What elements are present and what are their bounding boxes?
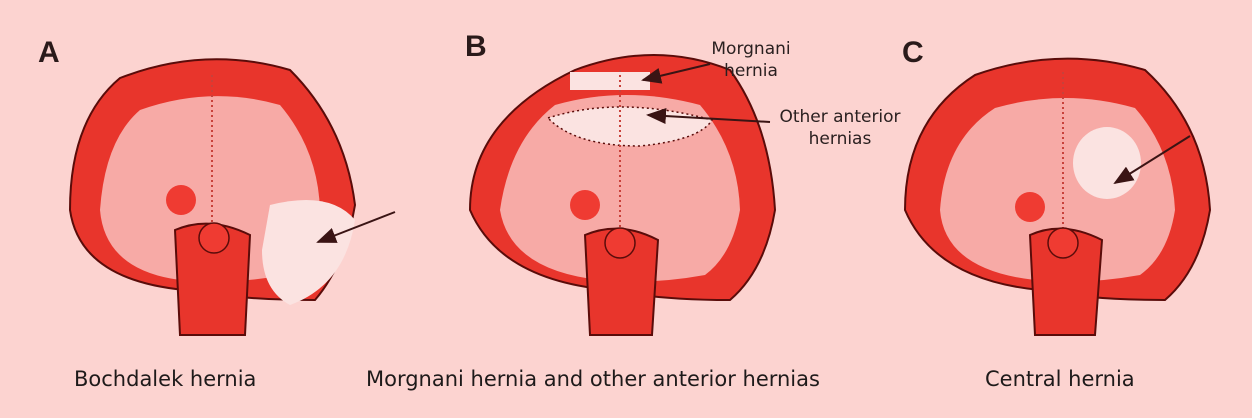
aortic-opening-c xyxy=(1015,192,1045,222)
callout-morgnani: Morgnani hernia xyxy=(706,38,796,82)
callout-morgnani-line2: hernia xyxy=(706,60,796,82)
caption-c: Central hernia xyxy=(985,367,1135,391)
caption-a: Bochdalek hernia xyxy=(74,367,256,391)
esophageal-opening-a xyxy=(199,223,229,253)
aortic-opening-a xyxy=(166,185,196,215)
callout-other-anterior-line2: hernias xyxy=(770,128,910,150)
panel-letter-a: A xyxy=(38,36,60,70)
panel-letter-b: B xyxy=(465,30,487,64)
esophageal-opening-c xyxy=(1048,228,1078,258)
aortic-opening-b xyxy=(570,190,600,220)
central-hernia-area xyxy=(1073,127,1141,199)
callout-morgnani-line1: Morgnani xyxy=(706,38,796,60)
bochdalek-hernia-area xyxy=(262,200,355,305)
caption-b: Morgnani hernia and other anterior herni… xyxy=(366,367,820,391)
panel-letter-c: C xyxy=(902,36,924,70)
callout-other-anterior: Other anterior hernias xyxy=(770,106,910,150)
esophageal-opening-b xyxy=(605,228,635,258)
diaphragm-c xyxy=(905,59,1210,335)
callout-other-anterior-line1: Other anterior xyxy=(770,106,910,128)
diaphragm-b xyxy=(470,55,775,335)
morgnani-hernia-area xyxy=(570,72,650,90)
diaphragm-a xyxy=(70,59,395,335)
